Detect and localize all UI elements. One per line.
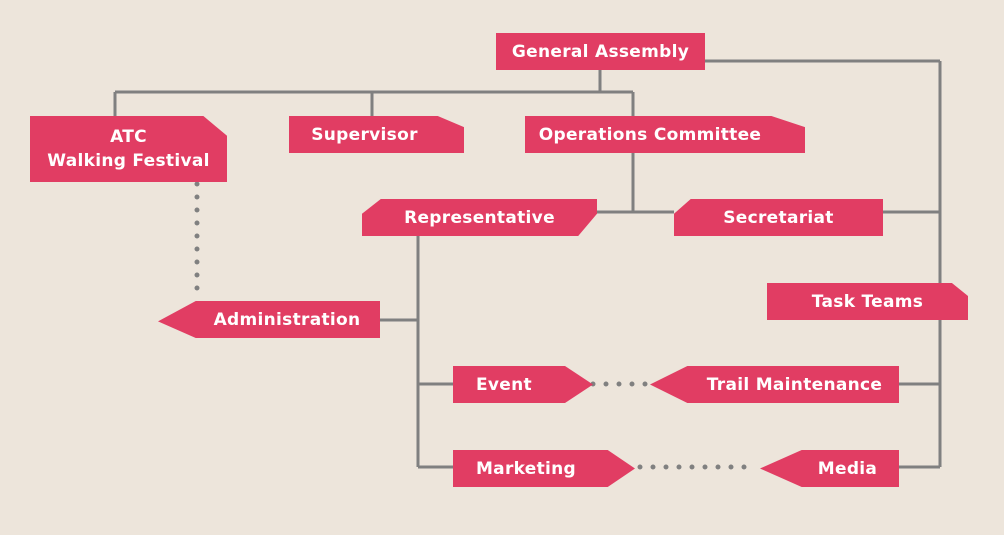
node-label: Media xyxy=(817,458,878,479)
event-node: Event xyxy=(453,366,593,403)
marketing-node: Marketing xyxy=(453,450,635,487)
operations-committee-node: Operations Committee xyxy=(525,116,805,153)
supervisor-node: Supervisor xyxy=(289,116,464,153)
node-label: Event xyxy=(476,374,532,395)
secretariat-node: Secretariat xyxy=(674,199,883,236)
general-assembly-node: General Assembly xyxy=(496,33,705,70)
node-label: Supervisor xyxy=(311,124,418,145)
administration-node: Administration xyxy=(158,301,380,338)
node-label-line1: ATC xyxy=(110,127,147,147)
node-label: Representative xyxy=(404,207,555,228)
node-label: Task Teams xyxy=(811,291,924,312)
representative-node: Representative xyxy=(362,199,597,236)
node-label: Trail Maintenance xyxy=(706,374,883,395)
node-label-line2: Walking Festival xyxy=(47,151,210,171)
node-label: Secretariat xyxy=(723,207,834,228)
node-label: Administration xyxy=(213,309,361,330)
node-label: Operations Committee xyxy=(538,124,762,145)
atc-walking-festival-node: ATC Walking Festival xyxy=(30,116,227,182)
node-label: General Assembly xyxy=(511,41,690,62)
node-label: Marketing xyxy=(475,458,577,479)
trail-maintenance-node: Trail Maintenance xyxy=(650,366,899,403)
task-teams-node: Task Teams xyxy=(767,283,968,320)
